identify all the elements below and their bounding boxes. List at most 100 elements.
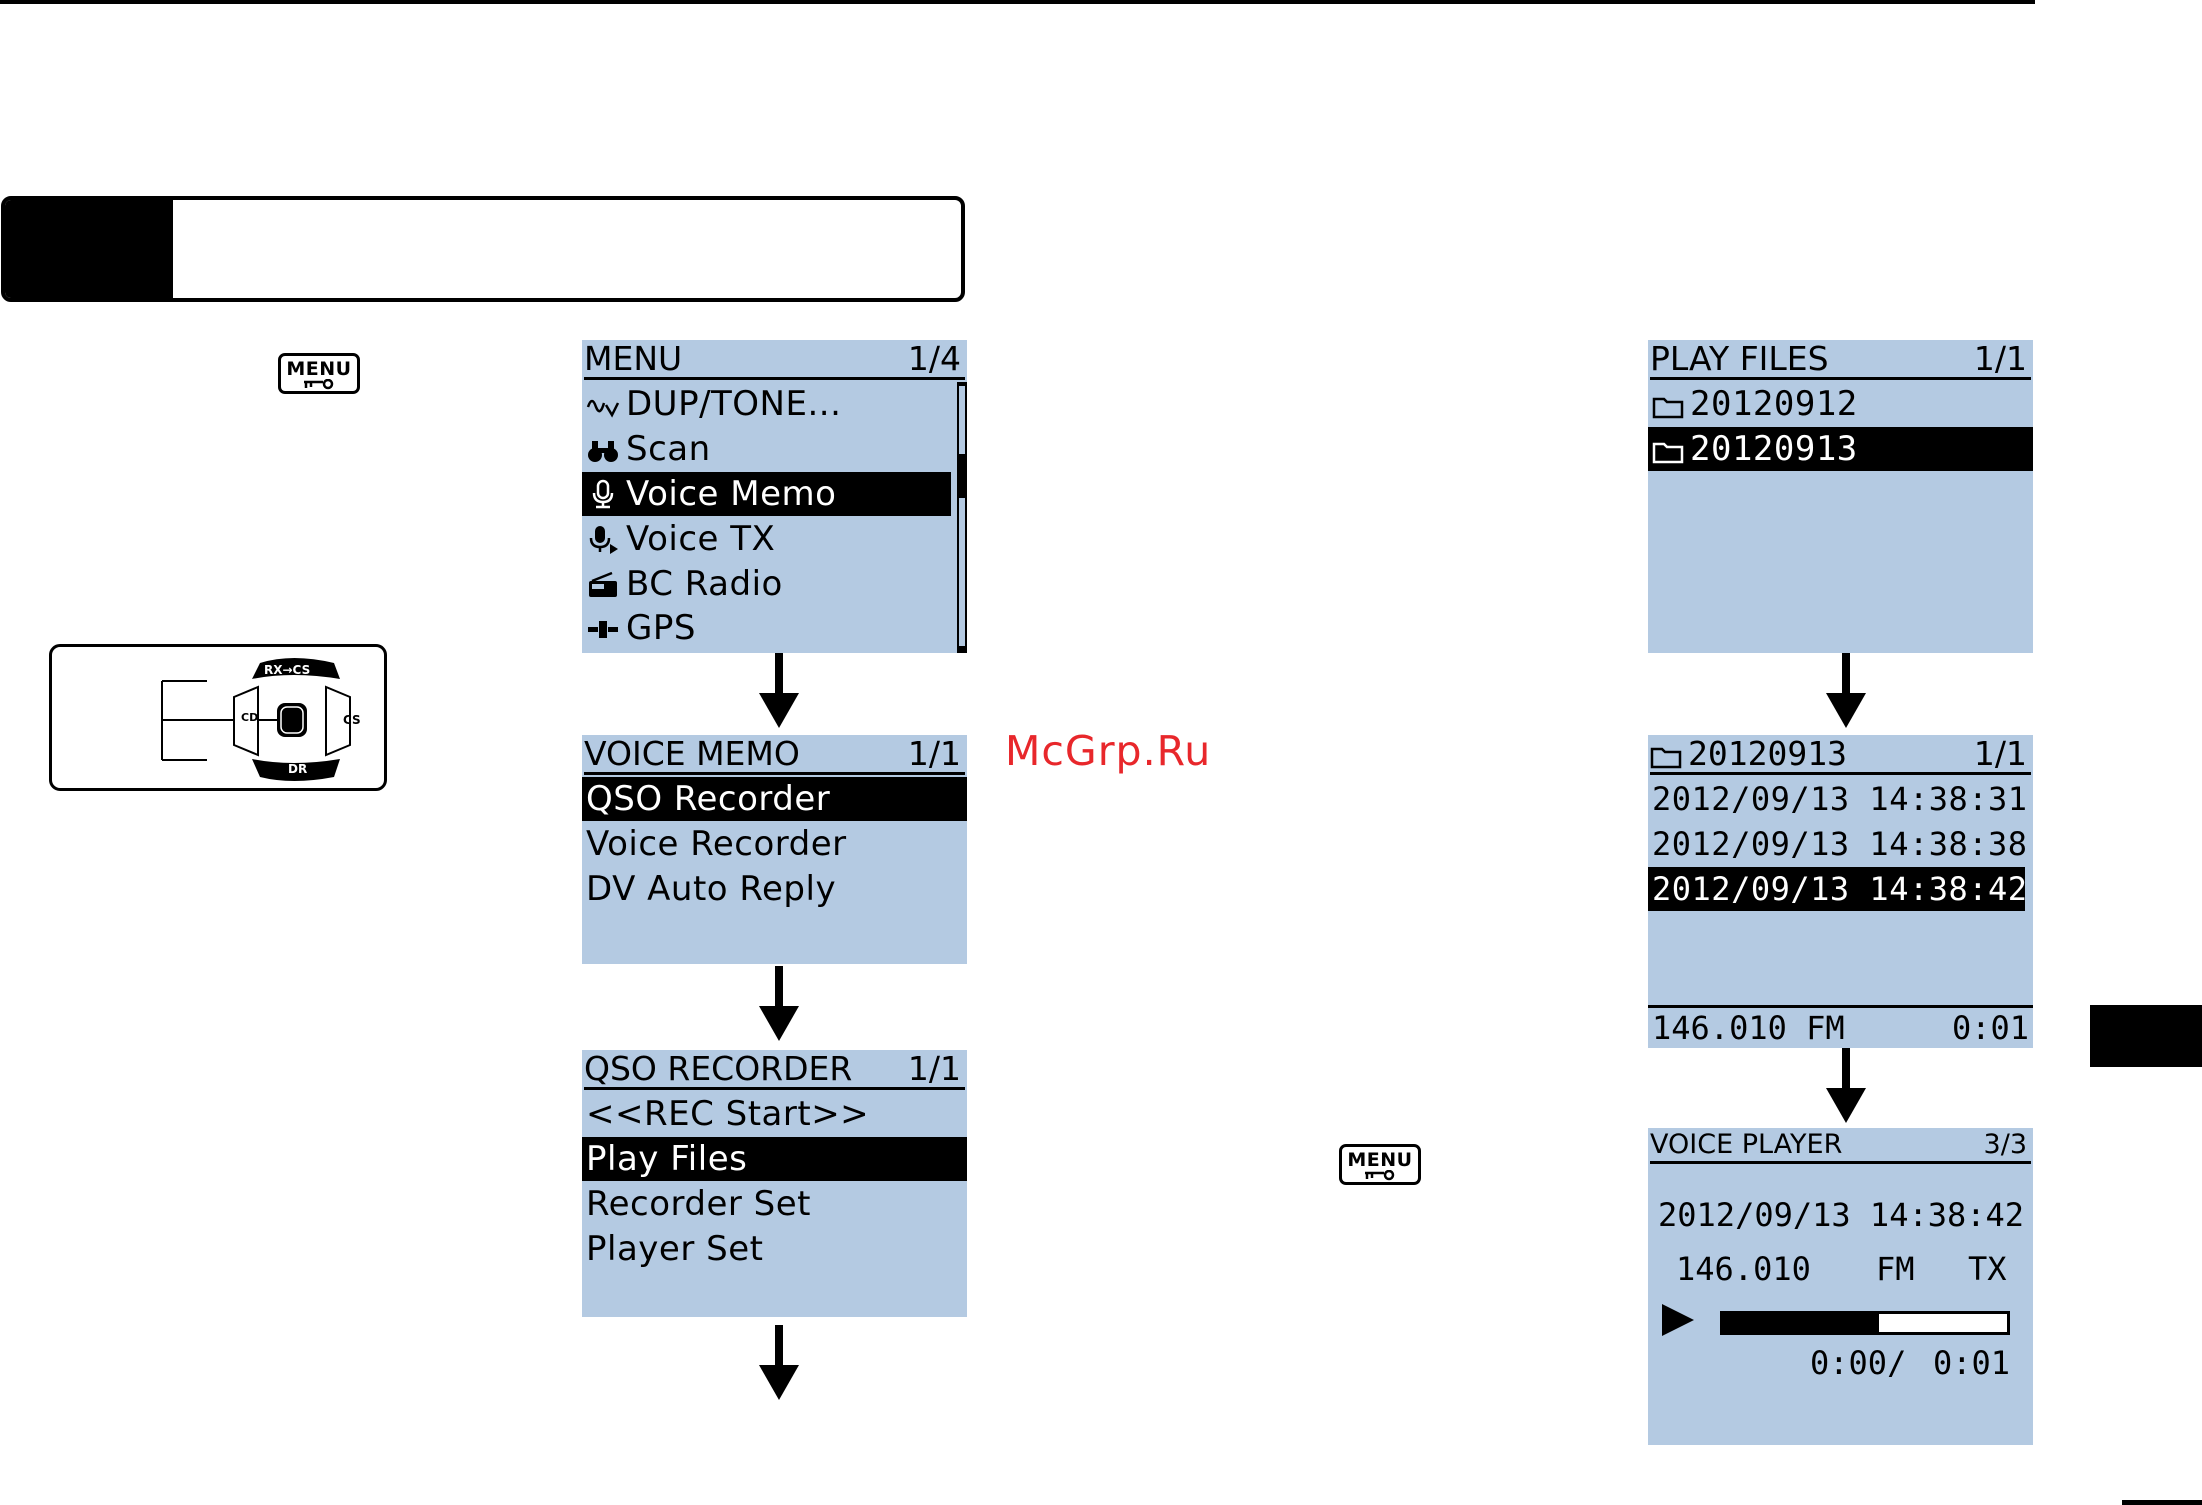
- menu-item-play-files[interactable]: Play Files: [582, 1137, 967, 1181]
- menu-item-recorder-set[interactable]: Recorder Set: [582, 1182, 967, 1226]
- cs-key[interactable]: CS: [343, 713, 361, 727]
- menu-key-label: MENU: [286, 358, 352, 380]
- folder-view-header: 20120913 1/1: [1650, 735, 2031, 775]
- menu-item-label: Scan: [626, 429, 711, 469]
- down-arrow-icon: [1826, 653, 1866, 728]
- voice-memo-page: 1/1: [907, 735, 961, 773]
- file-item[interactable]: 2012/09/13 14:38:38: [1648, 822, 2033, 866]
- microphone-icon: [592, 479, 614, 509]
- file-label: 2012/09/13 14:38:31: [1652, 780, 2028, 818]
- player-direction: TX: [1968, 1250, 2007, 1288]
- down-arrow-icon: [1826, 1048, 1866, 1123]
- menu-item-bc-radio[interactable]: BC Radio: [582, 562, 967, 606]
- file-label: 2012/09/13 14:38:38: [1652, 825, 2028, 863]
- menu-item-player-set[interactable]: Player Set: [582, 1227, 967, 1271]
- playback-progress-bar[interactable]: [1720, 1311, 2010, 1335]
- down-arrow-icon: [759, 966, 799, 1041]
- menu-item-label: DUP/TONE...: [626, 384, 842, 424]
- menu-scrollbar[interactable]: [957, 382, 967, 653]
- menu-screen-page: 1/4: [907, 340, 961, 378]
- watermark-text: McGrp.Ru: [1005, 727, 1212, 775]
- top-rule: [0, 0, 2035, 4]
- key-icon: [304, 379, 334, 390]
- menu-item-qso-recorder[interactable]: QSO Recorder: [582, 777, 967, 821]
- footer-time: 0:01: [1951, 1009, 2029, 1047]
- play-files-page: 1/1: [1973, 340, 2027, 378]
- folder-label: 20120912: [1690, 384, 1858, 424]
- menu-item-label: Voice Recorder: [586, 824, 847, 864]
- menu-screen-header: MENU 1/4: [584, 340, 965, 380]
- qso-recorder-title: QSO RECORDER: [584, 1050, 853, 1088]
- key-icon: [1365, 1170, 1395, 1181]
- menu-item-voice-tx[interactable]: Voice TX: [582, 517, 967, 561]
- menu-item-label: QSO Recorder: [586, 779, 831, 819]
- menu-item-label: Player Set: [586, 1229, 764, 1269]
- menu-item-label: GPS: [626, 608, 696, 648]
- cd-key[interactable]: CD: [241, 711, 259, 724]
- menu-key[interactable]: MENU: [278, 353, 360, 394]
- folder-icon: [1652, 397, 1684, 419]
- footer-divider: [1648, 1005, 2033, 1008]
- menu-item-label: Voice Memo: [626, 474, 837, 514]
- file-item[interactable]: 2012/09/13 14:38:31: [1648, 777, 2033, 821]
- player-mode: FM: [1876, 1250, 1915, 1288]
- voice-player-screen: VOICE PLAYER 3/3 2012/09/13 14:38:42 146…: [1648, 1128, 2033, 1445]
- qso-recorder-header: QSO RECORDER 1/1: [584, 1050, 965, 1090]
- menu-item-label: Recorder Set: [586, 1184, 812, 1224]
- voice-player-title: VOICE PLAYER: [1650, 1129, 1843, 1160]
- menu-screen: MENU 1/4 DUP/TONE... Scan Voice Memo Voi…: [582, 340, 967, 653]
- down-arrow-icon: [759, 1325, 799, 1400]
- voice-memo-title: VOICE MEMO: [584, 735, 800, 773]
- menu-item-rec-start[interactable]: <<REC Start>>: [582, 1092, 967, 1136]
- play-icon[interactable]: [1660, 1302, 1696, 1338]
- down-arrow-icon: [759, 653, 799, 728]
- menu-scrollbar-track: [959, 386, 965, 454]
- menu-item-dup-tone[interactable]: DUP/TONE...: [582, 382, 967, 426]
- rx-cs-key[interactable]: RX→CS: [264, 663, 311, 677]
- keypad-drawing: [161, 658, 351, 781]
- player-elapsed: 0:00/: [1810, 1344, 1907, 1382]
- player-datetime: 2012/09/13 14:38:42: [1658, 1196, 2025, 1234]
- file-label: 2012/09/13 14:38:42: [1652, 870, 2028, 908]
- dr-key[interactable]: DR: [288, 762, 308, 776]
- footer-frequency: 146.010 FM: [1652, 1009, 1845, 1047]
- menu-item-dv-auto-reply[interactable]: DV Auto Reply: [582, 867, 967, 911]
- satellite-icon: [588, 621, 618, 638]
- section-header-box: [1, 196, 965, 302]
- chapter-tab: [2090, 1005, 2202, 1067]
- menu-item-label: BC Radio: [626, 564, 783, 604]
- menu-item-label: Play Files: [586, 1139, 748, 1179]
- radio-icon: [589, 571, 617, 597]
- microphone-tx-icon: [589, 526, 618, 554]
- file-item[interactable]: 2012/09/13 14:38:42: [1648, 867, 2028, 911]
- play-files-screen: PLAY FILES 1/1 20120912 20120913: [1648, 340, 2033, 653]
- folder-view-title: 20120913: [1688, 735, 1847, 773]
- menu-screen-title: MENU: [584, 340, 683, 378]
- menu-item-voice-recorder[interactable]: Voice Recorder: [582, 822, 967, 866]
- radio-keypad-illustration: RX→CS CD CS DR: [49, 644, 387, 791]
- menu-item-scan[interactable]: Scan: [582, 427, 967, 471]
- play-files-header: PLAY FILES 1/1: [1650, 340, 2031, 380]
- folder-icon: [1652, 442, 1684, 464]
- playback-progress-fill: [1723, 1314, 1880, 1332]
- folder-item[interactable]: 20120912: [1648, 382, 2033, 426]
- player-total: 0:01: [1933, 1344, 2011, 1382]
- menu-item-label: Voice TX: [626, 519, 776, 559]
- menu-key-label: MENU: [1347, 1149, 1413, 1171]
- dup-tone-icon: [586, 399, 620, 418]
- folder-view-screen: 20120913 1/1 2012/09/13 14:38:31 2012/09…: [1648, 735, 2033, 1048]
- section-number-tab: [5, 200, 173, 298]
- binoculars-icon: [588, 441, 618, 462]
- menu-item-label: <<REC Start>>: [586, 1094, 870, 1134]
- menu-key[interactable]: MENU: [1339, 1144, 1421, 1185]
- menu-item-voice-memo[interactable]: Voice Memo: [582, 472, 951, 516]
- folder-item[interactable]: 20120913: [1648, 427, 2033, 471]
- menu-item-gps[interactable]: GPS: [582, 606, 967, 650]
- player-frequency: 146.010: [1676, 1250, 1811, 1288]
- folder-view-page: 1/1: [1973, 735, 2027, 773]
- play-files-title: PLAY FILES: [1650, 340, 1829, 378]
- qso-recorder-screen: QSO RECORDER 1/1 <<REC Start>> Play File…: [582, 1050, 967, 1317]
- menu-scrollbar-track-lower: [959, 498, 965, 646]
- voice-player-page: 3/3: [1983, 1129, 2027, 1160]
- page-number-tab: [2122, 1500, 2202, 1505]
